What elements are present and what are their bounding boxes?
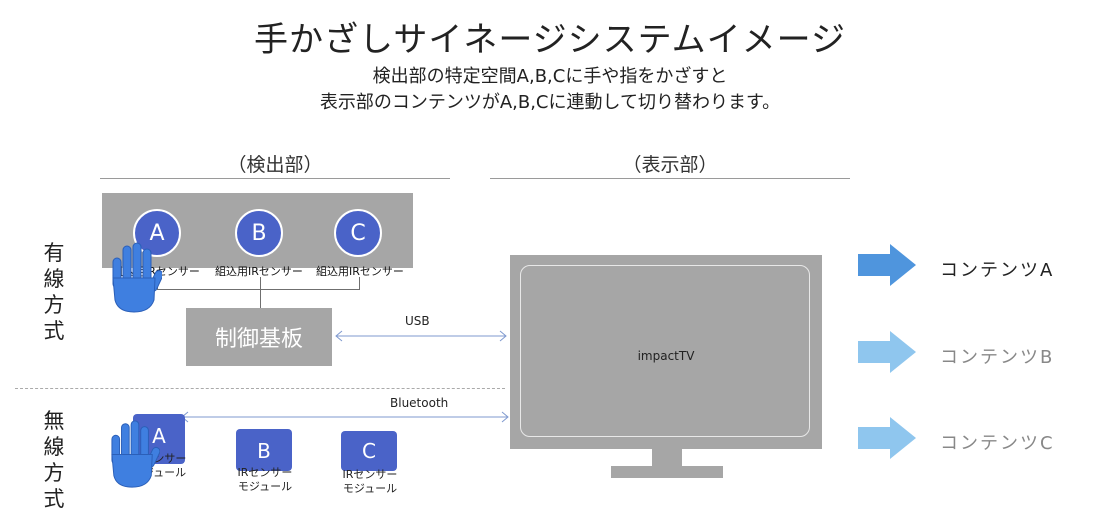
hand-icon [112, 242, 162, 313]
wireless-method-label: 無線方式 [43, 409, 65, 511]
wired-method-label: 有線方式 [43, 241, 65, 343]
section-detect-label: （検出部） [227, 154, 323, 176]
tv-label: impactTV [637, 349, 695, 363]
tv-neck [652, 449, 682, 467]
wired-sensor-c-circle: C [334, 209, 382, 257]
section-display-label: （表示部） [622, 154, 718, 176]
wireless-module-b-letter: B [257, 439, 271, 463]
bluetooth-link-label: Bluetooth [390, 396, 449, 410]
wireless-module-b: B [236, 429, 292, 471]
wireless-module-c: C [341, 431, 397, 471]
subtitle-line-1: 検出部の特定空間A,B,Cに手や指をかざすと [372, 66, 728, 87]
content-b-label: コンテンツB [940, 347, 1055, 368]
wire-c-down [359, 277, 360, 289]
wireless-module-b-label: IRセンサー モジュール [237, 466, 293, 493]
content-a-label: コンテンツA [940, 260, 1055, 281]
page-title: 手かざしサイネージシステムイメージ [254, 20, 846, 60]
bluetooth-link-arrow [181, 411, 509, 423]
right-arrow-icon [858, 331, 916, 373]
usb-link-arrow [335, 330, 507, 342]
hand-icon [111, 420, 160, 488]
right-arrow-icon [858, 417, 916, 459]
section-display-rule [490, 178, 850, 179]
usb-link-label: USB [405, 314, 430, 328]
wire-b-down [260, 277, 261, 308]
wireless-module-c-label: IRセンサー モジュール [342, 468, 398, 495]
wired-sensor-c-label: 組込用IRセンサー [316, 265, 404, 278]
tv-screen [520, 265, 810, 437]
wired-sensor-b-circle: B [235, 209, 283, 257]
wireless-module-c-letter: C [362, 439, 376, 463]
method-separator [15, 388, 505, 389]
section-detect-rule [100, 178, 450, 179]
wired-sensor-b-label: 組込用IRセンサー [215, 265, 303, 278]
right-arrow-icon [858, 244, 916, 286]
controller-board: 制御基板 [186, 308, 332, 366]
subtitle-line-2: 表示部のコンテンツがA,B,Cに連動して切り替わります。 [319, 92, 781, 113]
wireless-module-a-letter: A [152, 424, 166, 448]
wire-bus [157, 289, 360, 290]
content-c-label: コンテンツC [940, 433, 1055, 454]
tv-frame: impactTV [510, 255, 822, 449]
tv-stand [611, 466, 723, 478]
